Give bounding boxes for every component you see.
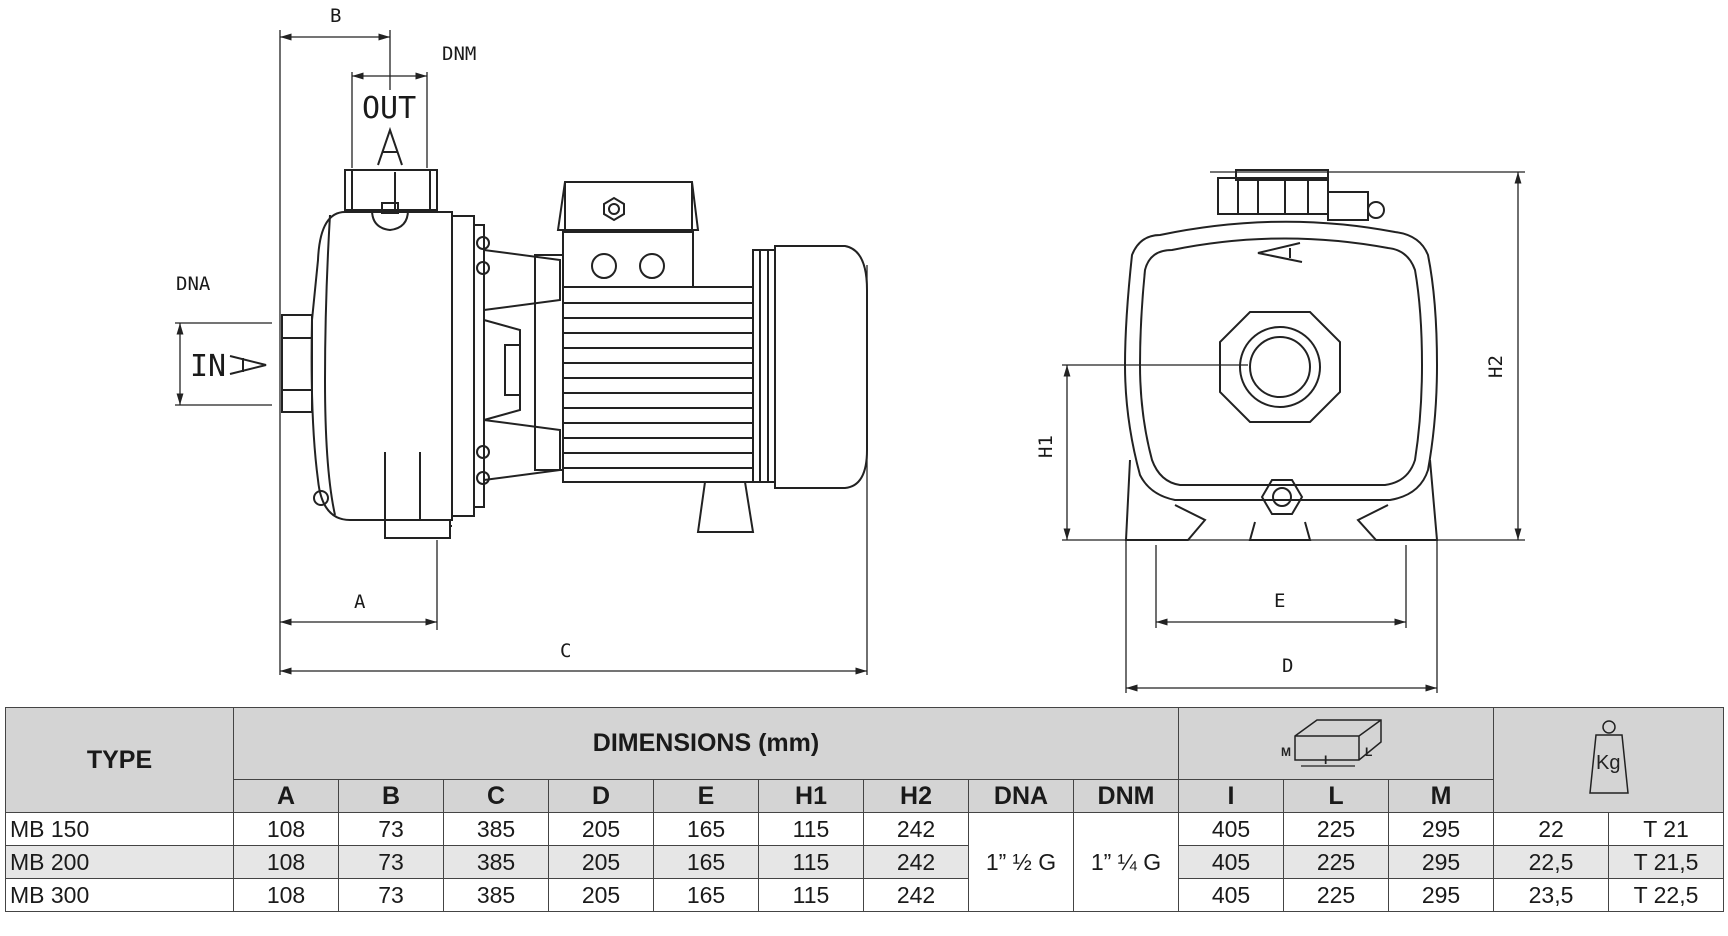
- col-b: B: [338, 779, 444, 813]
- weight-header: Kg: [1493, 707, 1725, 813]
- cell-h2: 242: [863, 845, 969, 879]
- row-type: MB 300: [5, 878, 234, 912]
- cell-a: 108: [233, 812, 339, 846]
- cell-e: 165: [653, 812, 759, 846]
- cell-dnm: 1” ¼ G: [1072, 812, 1180, 912]
- cell-t: T 21,5: [1608, 845, 1725, 879]
- label-h1: H1: [1035, 435, 1057, 458]
- cell-dna: 1” ½ G: [968, 812, 1074, 912]
- package-m-label: M: [1281, 745, 1291, 759]
- col-m: M: [1388, 779, 1495, 813]
- col-i: I: [1178, 779, 1285, 813]
- cell-t: T 21: [1608, 812, 1725, 846]
- col-c: C: [443, 779, 549, 813]
- type-header: TYPE: [5, 707, 234, 813]
- cell-b: 73: [338, 878, 444, 912]
- dimensions-table: TYPE DIMENSIONS (mm) M I L Kg: [5, 707, 1725, 912]
- weight-kg-icon: Kg: [1588, 719, 1629, 794]
- out-arrow-icon: [377, 126, 403, 166]
- cell-h2: 242: [863, 812, 969, 846]
- cell-kg: 23,5: [1493, 878, 1610, 912]
- cell-i: 405: [1178, 845, 1285, 879]
- label-h2: H2: [1485, 355, 1507, 378]
- weight-kg-label: Kg: [1596, 752, 1620, 774]
- col-d: D: [548, 779, 654, 813]
- label-dnm: DNM: [442, 43, 476, 65]
- cell-c: 385: [443, 878, 549, 912]
- col-h2: H2: [863, 779, 969, 813]
- cell-i: 405: [1178, 878, 1285, 912]
- cell-h2: 242: [863, 878, 969, 912]
- label-b: B: [330, 5, 341, 27]
- cell-d: 205: [548, 812, 654, 846]
- pump-side-view: [175, 30, 868, 675]
- col-dna: DNA: [968, 779, 1074, 813]
- cell-m: 295: [1388, 878, 1495, 912]
- label-e: E: [1274, 590, 1285, 612]
- cell-b: 73: [338, 812, 444, 846]
- label-in: IN: [190, 349, 226, 384]
- package-dimensions-header: M I L: [1178, 707, 1495, 780]
- row-type: MB 200: [5, 845, 234, 879]
- cell-t: T 22,5: [1608, 878, 1725, 912]
- col-l: L: [1283, 779, 1390, 813]
- cell-m: 295: [1388, 845, 1495, 879]
- cell-kg: 22: [1493, 812, 1610, 846]
- cell-e: 165: [653, 845, 759, 879]
- label-d: D: [1282, 655, 1293, 677]
- package-l-label: L: [1365, 745, 1372, 759]
- package-i-label: I: [1324, 753, 1327, 767]
- cell-b: 73: [338, 845, 444, 879]
- cell-m: 295: [1388, 812, 1495, 846]
- label-out: OUT: [362, 91, 416, 126]
- cell-c: 385: [443, 845, 549, 879]
- table-row: MB 300 108 73 385 205 165 115 242 405 22…: [5, 878, 1725, 912]
- cell-c: 385: [443, 812, 549, 846]
- cell-a: 108: [233, 845, 339, 879]
- in-arrow-icon: [229, 355, 267, 375]
- cell-l: 225: [1283, 878, 1390, 912]
- table-row: MB 150 108 73 385 205 165 115 242 1” ½ G…: [5, 812, 1725, 912]
- cell-h1: 115: [758, 845, 864, 879]
- cell-kg: 22,5: [1493, 845, 1610, 879]
- cell-d: 205: [548, 878, 654, 912]
- cell-e: 165: [653, 878, 759, 912]
- package-box-icon: M I L: [1281, 719, 1382, 767]
- table-row: MB 200 108 73 385 205 165 115 242 405 22…: [5, 845, 1725, 879]
- label-a: A: [354, 591, 366, 613]
- dimensions-header: DIMENSIONS (mm): [232, 707, 1180, 780]
- cell-h1: 115: [758, 812, 864, 846]
- label-dna: DNA: [176, 273, 211, 295]
- cell-l: 225: [1283, 845, 1390, 879]
- pump-technical-drawing: B DNM OUT DNA IN A C: [175, 5, 1525, 693]
- cell-a: 108: [233, 878, 339, 912]
- row-type: MB 150: [5, 812, 234, 846]
- cell-i: 405: [1178, 812, 1285, 846]
- cell-h1: 115: [758, 878, 864, 912]
- col-a: A: [233, 779, 339, 813]
- col-dnm: DNM: [1072, 779, 1180, 813]
- col-e: E: [653, 779, 759, 813]
- cell-d: 205: [548, 845, 654, 879]
- col-h1: H1: [758, 779, 864, 813]
- cell-l: 225: [1283, 812, 1390, 846]
- label-c: C: [560, 640, 571, 662]
- pump-front-view: [1062, 169, 1525, 693]
